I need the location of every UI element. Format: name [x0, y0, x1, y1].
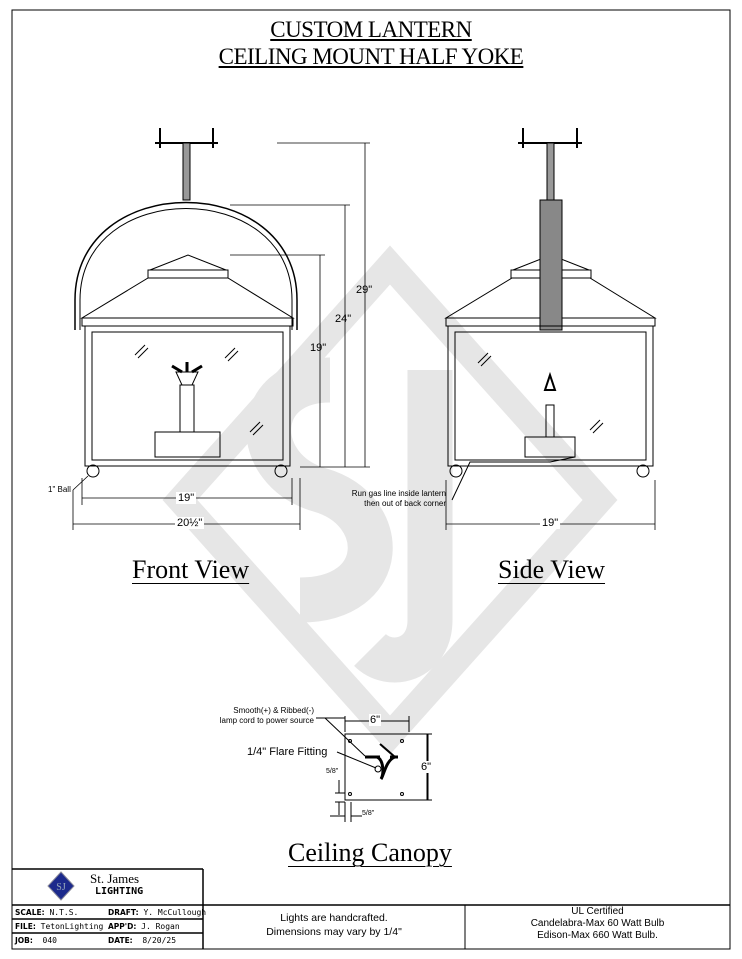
sheet-border [11, 9, 731, 950]
handcrafted-note: Lights are handcrafted.Dimensions may va… [266, 912, 402, 938]
dim-front-width: 19" [176, 492, 197, 504]
canopy-drawing [316, 716, 432, 822]
side-view-label: Side View [498, 555, 606, 584]
cord-note: Smooth(+) & Ribbed(-)lamp cord to power … [219, 706, 314, 725]
dim-overall-width: 20½" [175, 517, 205, 529]
company-logo-icon: SJ [47, 871, 75, 901]
front-dimension-lines [72, 142, 370, 530]
front-view-drawing [74, 128, 298, 478]
dim-body-height: 19" [310, 342, 327, 354]
dim-canopy-width: 6" [369, 714, 382, 726]
side-view-drawing [444, 128, 657, 501]
title-block-frame [12, 868, 730, 949]
svg-text:SJ: SJ [56, 882, 66, 893]
watermark-logo [162, 245, 618, 755]
dim-offset-vertical: 5/8" [326, 768, 339, 775]
title-line-2: CEILING MOUNT HALF YOKE [218, 44, 524, 69]
title-line-1: CUSTOM LANTERN [270, 17, 472, 42]
dim-offset-horizontal: 5/8" [362, 810, 375, 817]
date-field: DATE: 8/20/25 [108, 936, 177, 945]
company-name: St. James [90, 871, 140, 886]
canopy-label: Ceiling Canopy [288, 838, 452, 867]
approved-field: APP'D: J. Rogan [108, 922, 180, 931]
dim-canopy-height: 6" [421, 761, 432, 773]
flare-fitting-note: 1/4" Flare Fitting [247, 746, 328, 758]
file-field: FILE: TetonLighting [15, 922, 104, 931]
dim-ball: 1" Ball [48, 485, 71, 494]
dim-yoke-height: 24" [335, 313, 352, 325]
dim-side-width: 19" [540, 517, 561, 529]
front-view-label: Front View [132, 555, 250, 584]
dim-overall-height: 29" [356, 284, 373, 296]
draft-field: DRAFT: Y. McCullough [108, 908, 207, 917]
company-sub: LIGHTING [95, 886, 144, 897]
scale-field: SCALE: N.T.S. [15, 908, 79, 917]
job-field: JOB: 040 [15, 936, 57, 945]
